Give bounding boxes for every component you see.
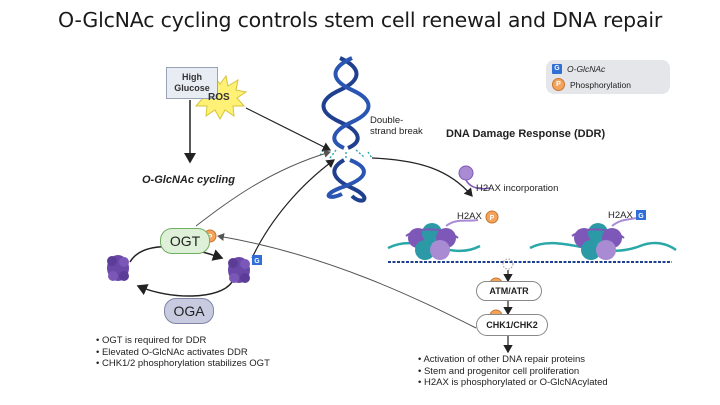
right-bullet-item: Activation of other DNA repair proteins <box>418 354 608 366</box>
h2ax-incorporation-label: H2AX incorporation <box>476 183 559 194</box>
svg-text:P: P <box>490 215 495 222</box>
glcnac-legend-icon: G <box>552 64 562 74</box>
right-bullet-item: Stem and progenitor cell proliferation <box>418 366 608 378</box>
nucleosome-left <box>405 219 479 260</box>
svg-text:G: G <box>638 213 644 220</box>
chk-node: CHK1/CHK2 <box>476 314 548 336</box>
cycle-arrow-bottom <box>136 281 233 297</box>
high-glucose-box: High Glucose <box>166 67 218 99</box>
oga-enzyme: OGA <box>164 298 214 324</box>
left-bullet-item: Elevated O-GlcNAc activates DDR <box>96 347 270 359</box>
svg-text:P: P <box>208 234 213 241</box>
h2ax-glcnac-badge <box>636 210 646 220</box>
legend-phos-row: P Phosphorylation <box>552 78 631 91</box>
protein-glcnacylated: G <box>228 255 262 283</box>
nucleosome-right <box>571 217 637 260</box>
legend-glcnac-row: G O-GlcNAc <box>552 64 605 74</box>
dsb-label: Double-strand break <box>370 115 423 137</box>
ros-label: ROS <box>208 92 230 103</box>
page-title: O-GlcNAc cycling controls stem cell rene… <box>57 8 663 32</box>
right-bullet-item: H2AX is phosphorylated or O-GlcNAcylated <box>418 377 608 389</box>
ogt-enzyme: OGT <box>160 228 210 254</box>
legend-glcnac-label: O-GlcNAc <box>567 64 606 74</box>
legend-phos-label: Phosphorylation <box>570 79 631 90</box>
cycling-label: O-GlcNAc cycling <box>142 174 235 186</box>
svg-text:G: G <box>254 258 260 265</box>
arrow-ogt-to-dsb <box>195 149 331 227</box>
dna-helix <box>319 56 373 203</box>
legend: G O-GlcNAc P Phosphorylation <box>546 60 670 94</box>
left-bullet-item: OGT is required for DDR <box>96 335 270 347</box>
phosphate-legend-icon: P <box>552 78 565 91</box>
atm-atr-node: ATM/ATR <box>476 281 542 301</box>
left-bullet-item: CHK1/2 phosphorylation stabilizes OGT <box>96 358 270 370</box>
arrow-ros-to-dsb <box>245 107 332 152</box>
h2ax-phosphate-badge <box>485 210 499 224</box>
h2ax-left-label: H2AX <box>457 211 482 222</box>
h2ax-molecule <box>458 165 474 181</box>
left-bullet-list: OGT is required for DDR Elevated O-GlcNA… <box>96 335 270 370</box>
ddr-label: DNA Damage Response (DDR) <box>446 128 606 140</box>
arrow-glcnac-to-dsb <box>251 159 335 259</box>
arrow-dsb-to-h2ax <box>371 157 473 197</box>
protein-unmodified <box>107 255 129 281</box>
h2ax-right-label: H2AX <box>608 210 633 221</box>
arrow-chk-to-ogt <box>217 233 477 329</box>
right-bullet-list: Activation of other DNA repair proteins … <box>418 354 608 389</box>
